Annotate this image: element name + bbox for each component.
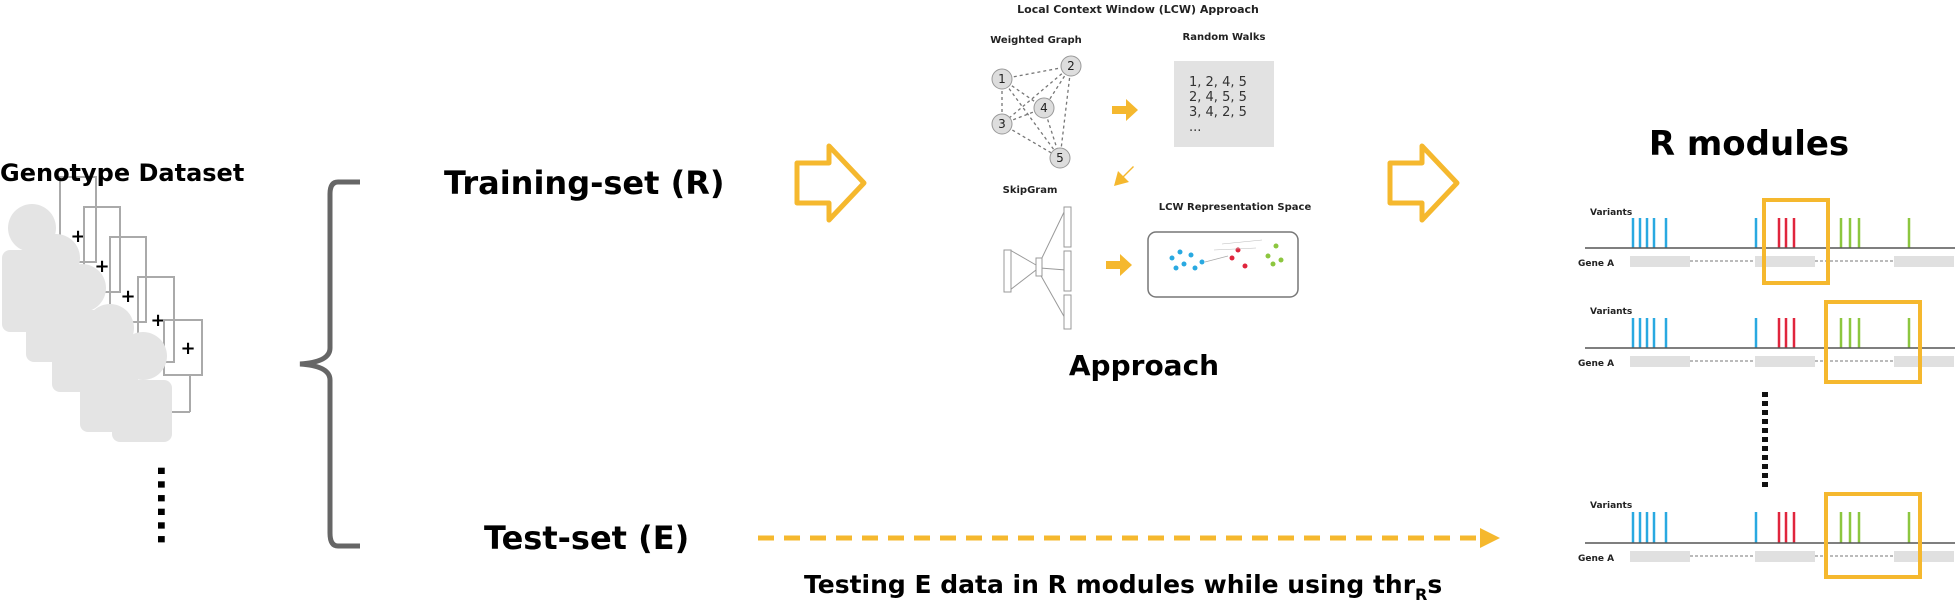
random-walks-lines: 1, 2, 4, 5 2, 4, 5, 5 3, 4, 2, 5 ...: [1189, 75, 1247, 135]
person-card-5: +: [112, 319, 203, 442]
exon: [1630, 356, 1690, 367]
graph-node-label: 5: [1056, 151, 1064, 165]
testing-caption-subscript: R: [1415, 585, 1427, 600]
exon: [1755, 256, 1815, 267]
exon: [1894, 356, 1954, 367]
variants-label: Variants: [1590, 208, 1632, 218]
gene-label: Gene A: [1578, 554, 1614, 564]
representation-box: [1147, 231, 1299, 298]
exon: [1630, 256, 1690, 267]
graph-node-label: 3: [998, 117, 1006, 131]
exon: [1894, 256, 1954, 267]
modules-title: R modules: [1649, 124, 1849, 164]
graph-node-label: 1: [998, 72, 1006, 86]
approach-caption: Approach: [1069, 349, 1219, 382]
random-walk-line: ...: [1189, 120, 1201, 135]
random-walks-box: [1174, 61, 1274, 147]
testing-caption-main: Testing E data in R modules while using …: [804, 570, 1416, 599]
small-arrow-right-icon: [1106, 254, 1132, 276]
graph-nodes: 1 2 3 4 5: [991, 55, 1082, 169]
dataset-title: Genotype Dataset: [0, 159, 244, 187]
test-set-label: Test-set (E): [484, 519, 689, 557]
variant-ticks: [1631, 512, 1911, 543]
random-walk-line: 1, 2, 4, 5: [1189, 75, 1247, 90]
exon: [1755, 551, 1815, 562]
plus-icon: +: [120, 286, 135, 307]
dataset-ellipsis: ......: [149, 464, 190, 546]
random-walks-title: Random Walks: [1183, 32, 1266, 43]
exon: [1630, 551, 1690, 562]
small-arrow-right-icon: [1112, 99, 1138, 121]
weighted-graph-title: Weighted Graph: [990, 35, 1082, 46]
random-walk-line: 2, 4, 5, 5: [1189, 90, 1247, 105]
training-arrow-icon: [794, 143, 867, 223]
module-highlight-box: [1824, 492, 1922, 579]
graph-node-label: 4: [1040, 101, 1048, 115]
module-panel-2: Variants Gene A: [1578, 300, 1955, 384]
plus-icon: +: [70, 226, 85, 247]
random-walk-line: 3, 4, 2, 5: [1189, 105, 1247, 120]
small-arrow-down-left-icon: [1114, 166, 1134, 186]
representation-title: LCW Representation Space: [1159, 202, 1312, 213]
skipgram-network: [1003, 206, 1072, 330]
variant-ticks: [1631, 318, 1911, 348]
module-highlight-box: [1762, 198, 1830, 285]
gene-label: Gene A: [1578, 259, 1614, 269]
approach-title: Local Context Window (LCW) Approach: [1017, 3, 1259, 16]
skipgram-title: SkipGram: [1003, 185, 1058, 196]
module-panel-3: Variants Gene A: [1578, 492, 1955, 579]
testing-caption-suffix: s: [1427, 570, 1442, 599]
modules-arrow-icon: [1387, 143, 1460, 223]
split-brace: [299, 179, 360, 549]
exon: [1894, 551, 1954, 562]
test-arrowhead-icon: [1480, 528, 1500, 548]
exon: [1755, 356, 1815, 367]
gene-label: Gene A: [1578, 359, 1614, 369]
lcw-approach: Local Context Window (LCW) Approach Weig…: [990, 3, 1311, 382]
representation-points: [1169, 239, 1284, 271]
training-set-label: Training-set (R): [444, 164, 724, 202]
plus-icon: +: [150, 310, 165, 331]
variant-ticks: [1631, 218, 1911, 248]
module-highlight-box: [1824, 300, 1922, 384]
module-panel-1: Variants Gene A: [1578, 198, 1955, 285]
graph-node-label: 2: [1067, 59, 1075, 73]
testing-caption: Testing E data in R modules while using …: [804, 570, 1442, 600]
genotype-dataset-stack: + + + + + ......: [2, 176, 203, 546]
variants-label: Variants: [1590, 501, 1632, 511]
plus-icon: +: [180, 338, 195, 359]
variants-label: Variants: [1590, 307, 1632, 317]
